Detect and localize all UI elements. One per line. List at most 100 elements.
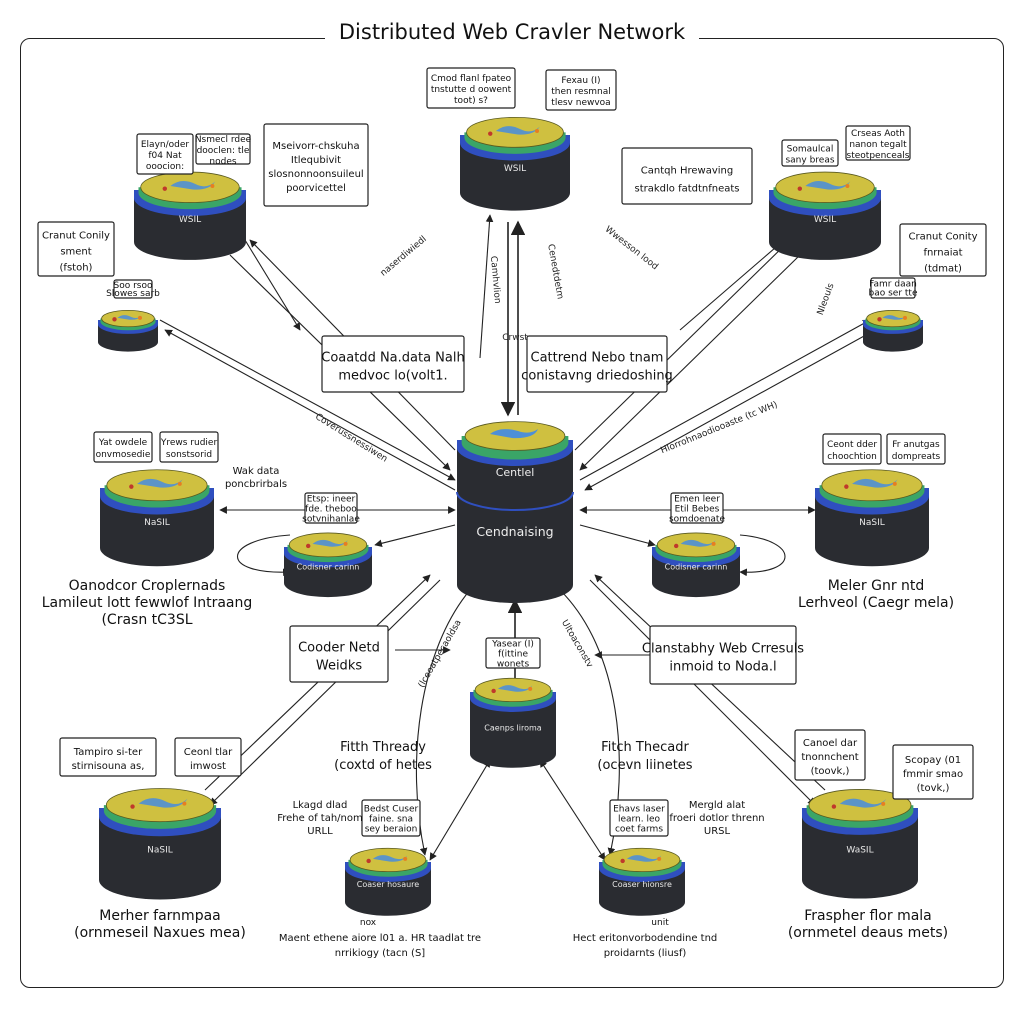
arrow-label-8: Ultoaconstv	[559, 618, 595, 670]
node-bottom-mid-right[interactable]: Coaser hionsre	[599, 847, 685, 916]
node-label: Codisner carinn	[665, 562, 728, 571]
link-arrow	[579, 524, 656, 547]
link-arrow	[584, 329, 876, 491]
node-label: Caenps liroma	[484, 723, 542, 732]
node-label: WaSIL	[846, 846, 873, 856]
node-left-center[interactable]: Codisner carinn	[284, 532, 373, 598]
node-bottom-left[interactable]: NaSIL	[99, 788, 221, 900]
node-small-right[interactable]	[863, 309, 923, 352]
node-left[interactable]: NaSIL	[100, 469, 214, 567]
link-arrow	[159, 319, 456, 481]
node-top[interactable]: WSIL	[460, 117, 570, 211]
node-label: WSIL	[504, 164, 526, 174]
node-label: WSIL	[179, 215, 201, 225]
node-label: Codisner carinn	[297, 562, 360, 571]
link-arrow	[589, 579, 816, 806]
caption-bottom-mid-left: Maent ethene aiore l01 a. HR taadlat tre…	[279, 933, 481, 959]
caption-bottom-right: Fraspher flor mala(ornmetel deaus mets)	[788, 908, 948, 941]
node-label: NaSIL	[144, 518, 170, 528]
node-upper-right[interactable]: WSIL	[769, 171, 881, 260]
node-bottom-right[interactable]: WaSIL	[802, 789, 918, 899]
arrow-label-4: Wwesson lood	[603, 225, 660, 273]
link-arrow	[374, 524, 456, 548]
caption-bottom-left: Merher farnmpaa(ornmeseil Naxues mea)	[74, 908, 246, 941]
node-small-left[interactable]	[98, 309, 158, 352]
link-arrow	[579, 254, 801, 471]
node-right-center[interactable]: Codisner carinn	[652, 532, 740, 598]
node-label: Coaser hionsre	[612, 880, 672, 889]
node-bottom-center[interactable]: Caenps liroma	[470, 677, 556, 768]
caption-fetch-left: Fitth Thready(coxtd of hetes	[334, 740, 432, 773]
diagram-title: Distributed Web Cravler Network	[0, 20, 1024, 44]
arrow-label-1: naserdiwiedl	[379, 234, 429, 278]
coordinator-label-main: Cendnaising	[476, 524, 553, 539]
caption-fetch-right: Fitch Thecadr(ocevn liinetes	[597, 740, 692, 773]
node-label: WSIL	[814, 215, 836, 225]
node-right[interactable]: NaSIL	[815, 469, 929, 567]
note-unit: unit	[651, 918, 669, 928]
arrow-label-6: Hlorrohnaodiooaste (tc WH)	[659, 400, 779, 456]
link-arrow	[429, 759, 491, 861]
arrow-label-7: (lceoatpecaoldsa	[417, 618, 464, 689]
node-label: Coaser hosaure	[357, 880, 420, 889]
link-curve	[415, 589, 471, 856]
node-label: NaSIL	[859, 518, 885, 528]
node-bottom-mid-left[interactable]: Coaser hosaure	[345, 847, 431, 916]
link-arrow	[479, 214, 494, 359]
note-nox: nox	[360, 918, 377, 928]
link-arrow	[244, 239, 301, 331]
node-upper-left[interactable]: WSIL	[134, 171, 247, 260]
link-arrow	[574, 239, 791, 451]
